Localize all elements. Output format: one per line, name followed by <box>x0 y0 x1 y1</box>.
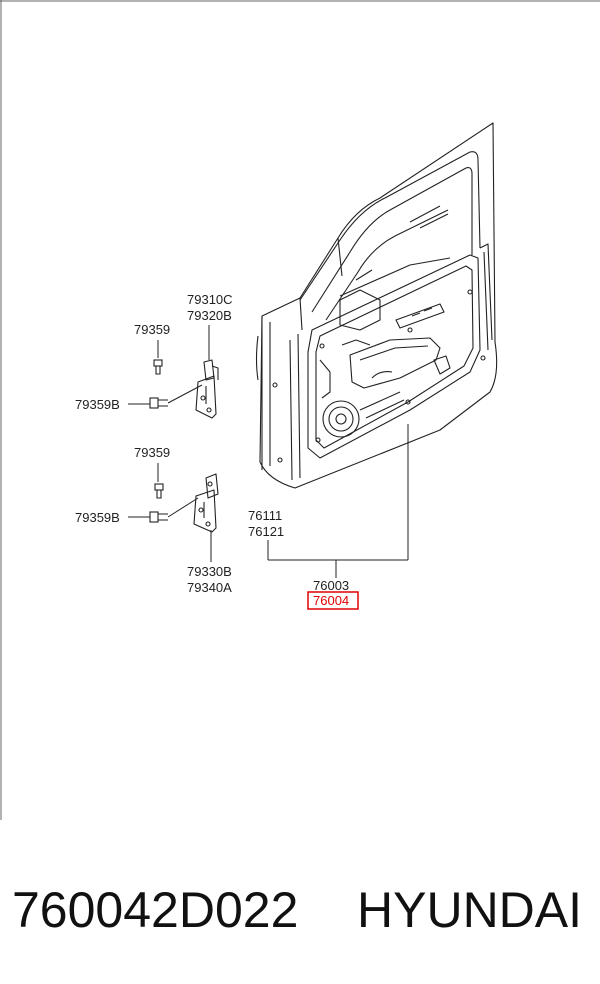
door-shell <box>255 122 498 489</box>
lower-hinge <box>193 473 219 533</box>
label-bolt-upper-b: 79359B <box>75 397 120 412</box>
upper-hinge <box>195 359 219 419</box>
label-panel-2: 76121 <box>248 524 284 539</box>
label-hinge-lower-2: 79340A <box>187 580 232 595</box>
brand-name: HYUNDAI <box>357 882 583 938</box>
leader-lines <box>128 325 409 578</box>
lower-bolt-top-icon <box>154 483 164 499</box>
door-parts-diagram: 79310C 79320B 79359 79359B 79359 79359B … <box>0 0 600 820</box>
label-hinge-upper-1: 79310C <box>187 292 233 307</box>
highlight-box <box>307 591 359 610</box>
upper-bolt-side-icon <box>149 397 168 409</box>
lower-bolt-side-icon <box>149 511 168 523</box>
upper-bolt-top-icon <box>153 359 163 375</box>
label-assy-2-highlighted: 76004 <box>313 593 349 608</box>
label-bolt-upper: 79359 <box>134 322 170 337</box>
label-hinge-upper-2: 79320B <box>187 308 232 323</box>
label-bolt-lower-b: 79359B <box>75 510 120 525</box>
label-assy-1: 76003 <box>313 578 349 593</box>
part-number: 760042D022 <box>12 882 299 938</box>
label-bolt-lower: 79359 <box>134 445 170 460</box>
label-panel-1: 76111 <box>248 508 282 523</box>
label-hinge-lower-1: 79330B <box>187 564 232 579</box>
footer: 760042D022 HYUNDAI <box>0 870 600 950</box>
